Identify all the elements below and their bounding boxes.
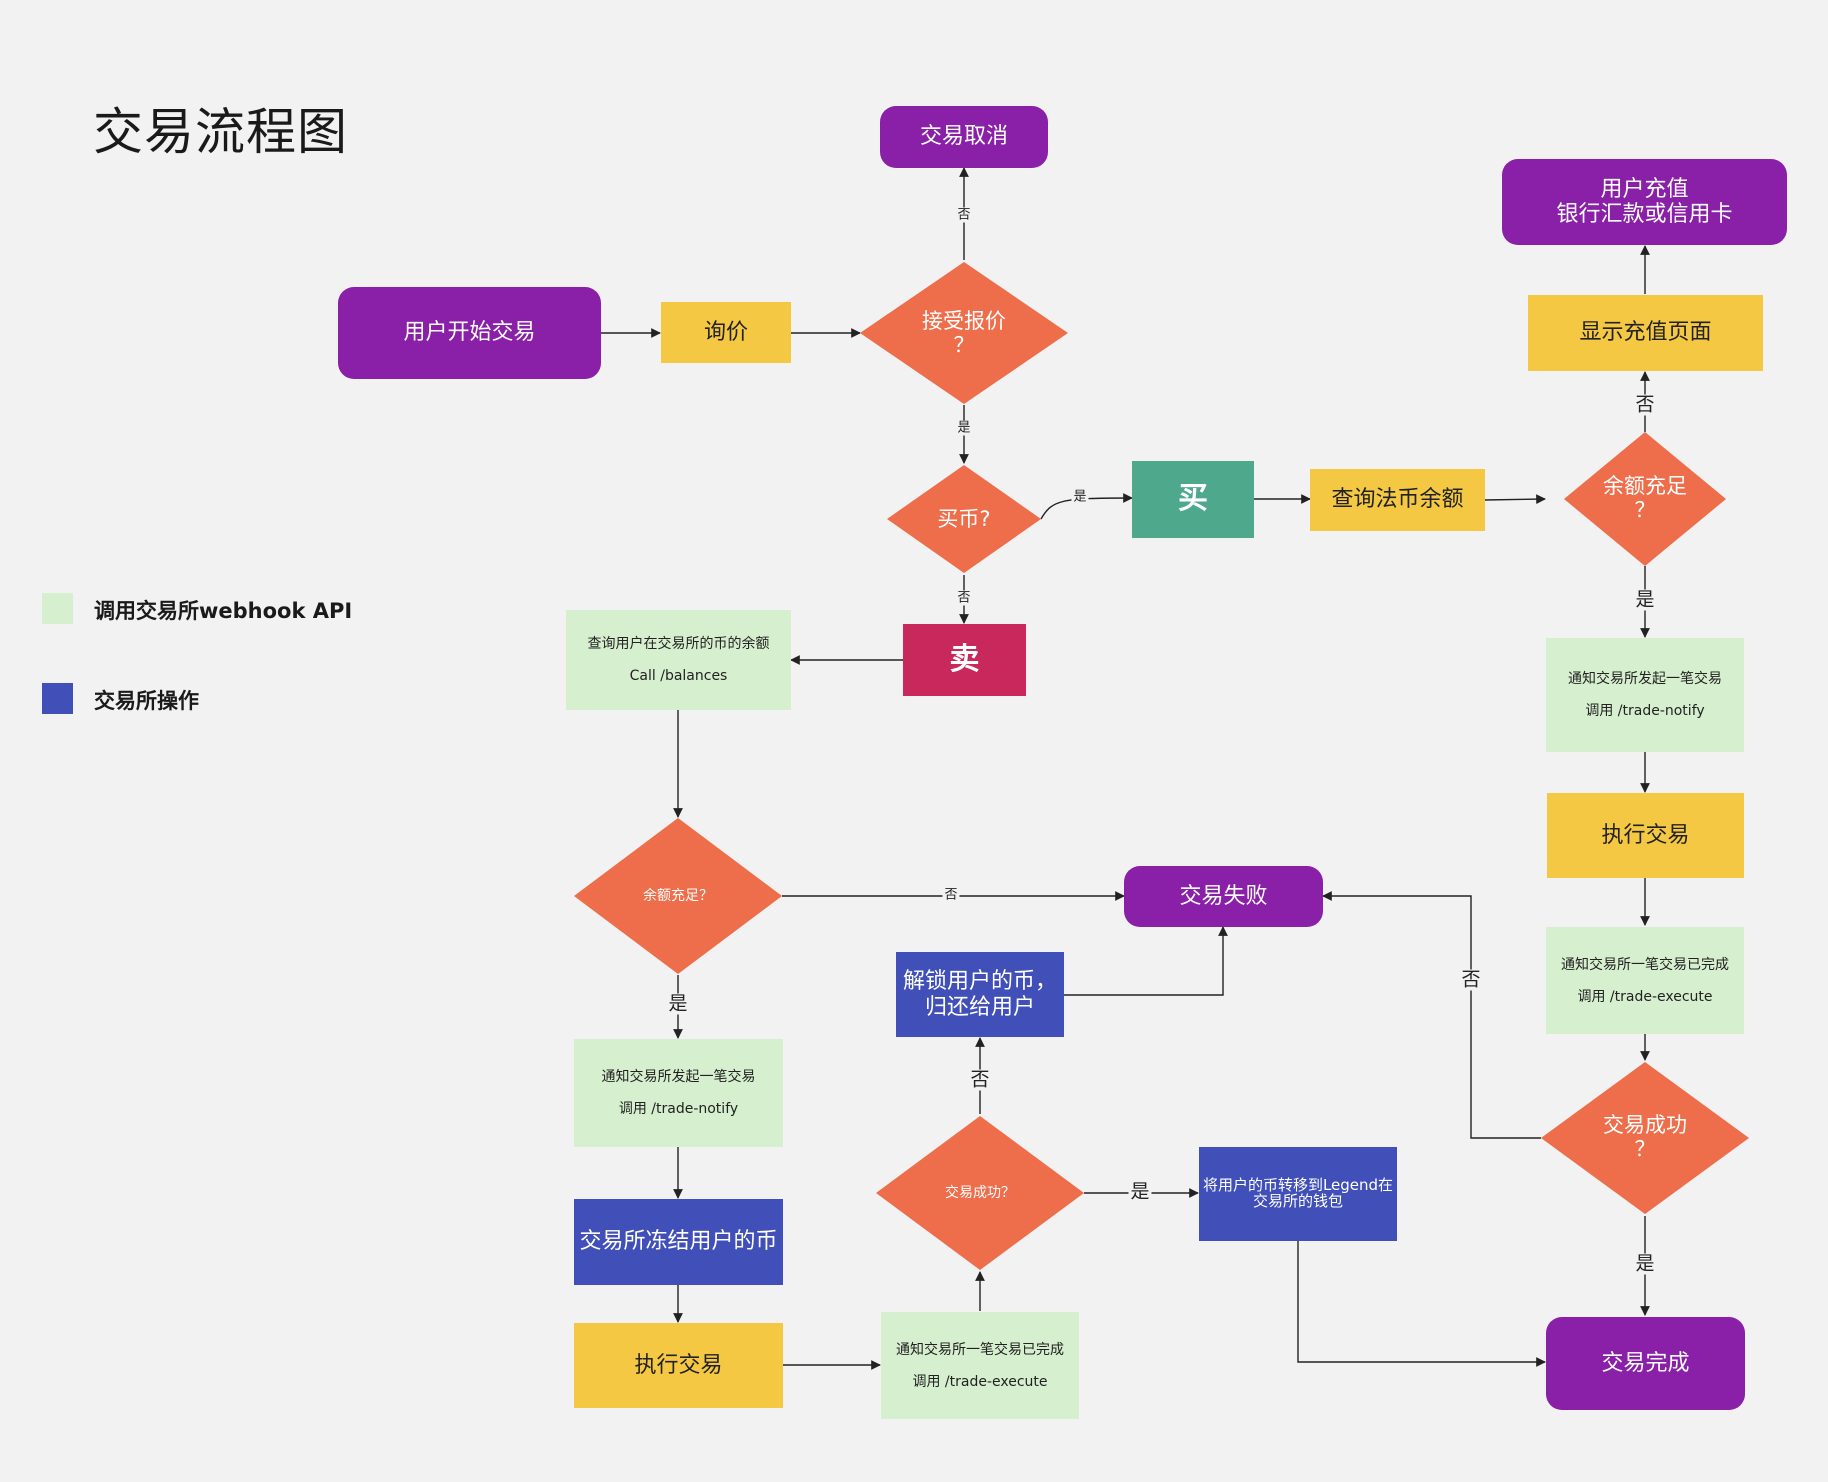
edge-label-left-enough-yes: 是 [666, 992, 690, 1015]
trade-complete-notify-left-api: 调用 /trade-execute [912, 1373, 1048, 1390]
notify-trade-right-api: 调用 /trade-notify [1585, 703, 1705, 719]
legend-label-exchange: 交易所操作 [94, 689, 199, 713]
buy-node: 买 [1132, 461, 1254, 538]
edge-label-mid-success-yes: 是 [1128, 1180, 1152, 1203]
edge-label-right-success-yes: 是 [1633, 1252, 1657, 1275]
notify-trade-left-node: 通知交易所发起一笔交易 调用 /trade-notify [574, 1039, 783, 1147]
transfer-coins-node: 将用户的币转移到Legend在 交易所的钱包 [1199, 1147, 1397, 1241]
edge-label-left-enough-no: 否 [942, 887, 960, 903]
page-title: 交易流程图 [93, 103, 348, 161]
edge-label-cancel-no: 否 [955, 207, 973, 223]
trade-complete-notify-right-text: 通知交易所一笔交易已完成 [1561, 956, 1729, 973]
trade-complete-notify-right-node: 通知交易所一笔交易已完成 调用 /trade-execute [1546, 927, 1744, 1034]
buy-coin-question-label: 买币? [937, 506, 991, 531]
trade-fail-node: 交易失败 [1124, 866, 1323, 927]
edge-unlock-fail [1064, 926, 1228, 996]
edge-label-right-fail-no: 否 [1459, 968, 1483, 991]
freeze-coins-node: 交易所冻结用户的币 [574, 1199, 783, 1285]
edge-transfer-done [1297, 1241, 1546, 1367]
start-trade-node: 用户开始交易 [338, 287, 601, 379]
edge-buyq-buy [1040, 493, 1133, 520]
diamond-success-mid [876, 1116, 1084, 1270]
success-right-label: 交易成功 ？ [1603, 1112, 1687, 1161]
sell-node: 卖 [903, 624, 1026, 696]
notify-trade-right-node: 通知交易所发起一笔交易 调用 /trade-notify [1546, 638, 1744, 752]
query-balance-node: 查询用户在交易所的币的余额 Call /balances [566, 610, 791, 710]
query-balance-api: Call /balances [629, 668, 728, 684]
legend-swatch-exchange [42, 683, 73, 714]
diamond-accept-quote [860, 262, 1068, 404]
notify-trade-right-text: 通知交易所发起一笔交易 [1568, 671, 1722, 687]
query-balance-text: 查询用户在交易所的币的余额 [587, 636, 770, 652]
edge-label-accept-yes: 是 [955, 420, 973, 436]
diamond-enough-left [574, 818, 782, 974]
execute-trade-right-node: 执行交易 [1547, 793, 1744, 878]
diamond-success-right [1541, 1062, 1749, 1214]
notify-trade-left-text: 通知交易所发起一笔交易 [601, 1069, 756, 1085]
trade-complete-notify-left-node: 通知交易所一笔交易已完成 调用 /trade-execute [881, 1312, 1079, 1419]
edge-label-buy-yes: 是 [1071, 489, 1089, 505]
unlock-coins-node: 解锁用户的币， 归还给用户 [896, 952, 1064, 1037]
enough-left-label: 余额充足？ [643, 887, 713, 904]
notify-trade-left-api: 调用 /trade-notify [618, 1101, 739, 1117]
trade-cancel-node: 交易取消 [880, 106, 1048, 168]
trade-complete-notify-right-api: 调用 /trade-execute [1577, 988, 1713, 1005]
edge-checkfiat-enough [1484, 494, 1546, 505]
trade-complete-notify-left-text: 通知交易所一笔交易已完成 [896, 1341, 1064, 1358]
legend-swatch-webhook [42, 593, 73, 624]
check-fiat-node: 查询法币余额 [1310, 469, 1485, 531]
diamond-buy-coin [887, 465, 1041, 573]
user-topup-node: 用户充值 银行汇款或信用卡 [1502, 159, 1787, 245]
edge-success-right-fail [1322, 891, 1541, 1139]
diamond-enough-right [1564, 432, 1726, 566]
edge-label-sell-no: 否 [955, 590, 973, 606]
success-mid-label: 交易成功？ [945, 1184, 1015, 1201]
legend-label-webhook: 调用交易所webhook API [94, 599, 353, 623]
enough-right-label: 余额充足 ？ [1603, 473, 1687, 522]
inquiry-node: 询价 [661, 302, 791, 363]
accept-quote-label: 接受报价 ？ [922, 308, 1006, 357]
trade-done-node: 交易完成 [1546, 1317, 1745, 1410]
edge-label-mid-fail-no: 否 [968, 1068, 992, 1091]
execute-trade-left-node: 执行交易 [574, 1323, 783, 1408]
show-topup-node: 显示充值页面 [1528, 295, 1763, 371]
edge-label-topup-no: 否 [1633, 393, 1657, 416]
edge-label-right-enough-yes: 是 [1633, 588, 1657, 611]
